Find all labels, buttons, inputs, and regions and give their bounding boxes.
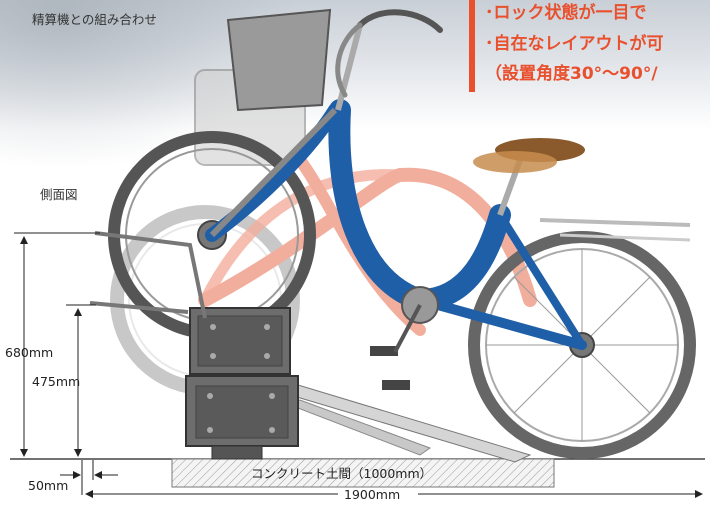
callout-line-1: ･ロック状態が一目で xyxy=(485,3,647,23)
dim-475-label: 475mm xyxy=(32,374,80,389)
floor-label: コンクリート土間（1000mm） xyxy=(251,466,432,481)
caption-combination: 精算機との組み合わせ xyxy=(32,12,157,27)
callout-line-3: （設置角度30°〜90°/ xyxy=(485,64,658,84)
feature-callout: ･ロック状態が一目で ･自在なレイアウトが可 （設置角度30°〜90°/ xyxy=(469,0,710,92)
dim-680-label: 680mm xyxy=(5,345,53,360)
caption-side-view: 側面図 xyxy=(40,187,78,202)
concrete-slab xyxy=(171,458,555,488)
guide-rail-upper xyxy=(94,231,207,319)
basket xyxy=(226,8,332,112)
bicycle xyxy=(108,8,696,459)
callout-line-2: ･自在なレイアウトが可 xyxy=(485,34,664,54)
payment-machine xyxy=(185,375,299,460)
dim-1900-label: 1900mm xyxy=(344,487,400,502)
dim-50-label: 50mm xyxy=(28,478,68,493)
lock-unit xyxy=(189,307,291,375)
guide-rail-lower xyxy=(89,301,189,314)
